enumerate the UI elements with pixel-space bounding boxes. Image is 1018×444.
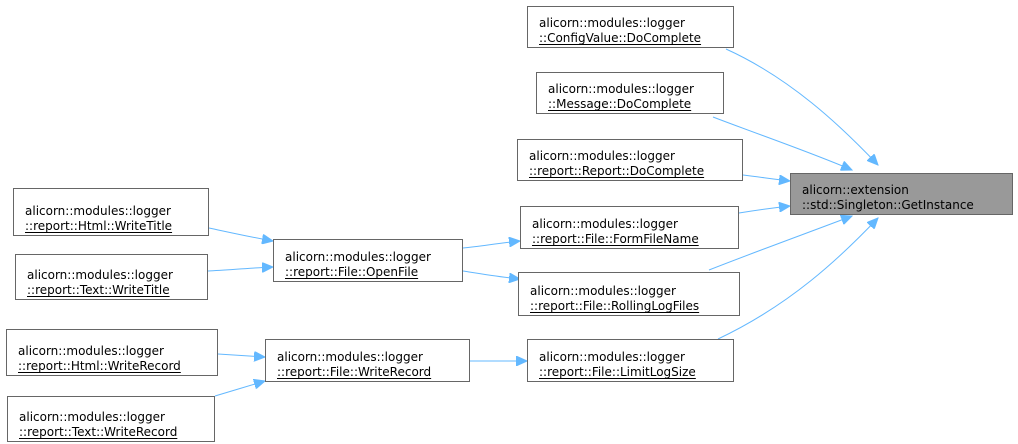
node-label-line1: alicorn::modules::logger xyxy=(285,250,431,264)
node-label-line2: ::report::Text::WriteRecord xyxy=(19,425,178,439)
node-label-line2: ::report::Report::DoComplete xyxy=(529,164,705,178)
node-config-value-do-complete[interactable]: alicorn::modules::logger ::ConfigValue::… xyxy=(527,6,734,48)
node-label-line2: ::report::File::OpenFile xyxy=(285,265,419,279)
edge-open-file-to-rolling-log-files xyxy=(462,270,520,279)
edge-html-write-record-to-write-record xyxy=(217,354,265,357)
node-label-line2: ::Message::DoComplete xyxy=(548,97,692,111)
node-limit-log-size[interactable]: alicorn::modules::logger ::report::File:… xyxy=(527,339,734,382)
node-report-do-complete[interactable]: alicorn::modules::logger ::report::Repor… xyxy=(517,139,743,181)
edge-report-report-to-root xyxy=(742,174,790,181)
node-html-write-title[interactable]: alicorn::modules::logger ::report::Html:… xyxy=(13,188,209,236)
node-label-line1: alicorn::modules::logger xyxy=(529,149,675,163)
node-file-write-record[interactable]: alicorn::modules::logger ::report::File:… xyxy=(265,339,470,382)
node-label-line1: alicorn::modules::logger xyxy=(27,268,173,282)
node-label-line2: ::report::File::WriteRecord xyxy=(277,365,432,379)
node-label-line1: alicorn::modules::logger xyxy=(18,344,164,358)
node-label-line1: alicorn::modules::logger xyxy=(19,410,165,424)
node-label-line1: alicorn::modules::logger xyxy=(539,16,685,30)
edge-message-to-root xyxy=(712,116,852,170)
edge-form-file-name-to-root xyxy=(738,206,790,214)
node-html-write-record[interactable]: alicorn::modules::logger ::report::Html:… xyxy=(6,329,218,376)
node-label-line2: ::ConfigValue::DoComplete xyxy=(539,31,702,45)
node-label-line1: alicorn::modules::logger xyxy=(548,82,694,96)
node-text-write-record[interactable]: alicorn::modules::logger ::report::Text:… xyxy=(7,396,215,442)
node-label-line2: ::report::Text::WriteTitle xyxy=(27,283,170,297)
node-singleton-get-instance: alicorn::extension ::std::Singleton::Get… xyxy=(790,173,1013,215)
node-label-line2: ::report::File::FormFileName xyxy=(532,232,699,246)
node-message-do-complete[interactable]: alicorn::modules::logger ::Message::DoCo… xyxy=(536,72,724,114)
edge-text-write-title-to-open-file xyxy=(207,267,273,271)
node-label-line2: ::report::File::LimitLogSize xyxy=(539,365,696,379)
node-label-line2: ::report::Html::WriteRecord xyxy=(18,359,181,373)
node-label-line1: alicorn::modules::logger xyxy=(277,350,423,364)
edge-config-value-to-root xyxy=(725,48,878,165)
node-open-file[interactable]: alicorn::modules::logger ::report::File:… xyxy=(273,239,463,282)
node-form-file-name[interactable]: alicorn::modules::logger ::report::File:… xyxy=(520,206,739,249)
node-label-line1: alicorn::modules::logger xyxy=(539,350,685,364)
node-label-line1: alicorn::modules::logger xyxy=(532,217,678,231)
edge-html-write-title-to-open-file xyxy=(208,227,273,241)
node-label-line1: alicorn::modules::logger xyxy=(25,204,171,218)
node-text-write-title[interactable]: alicorn::modules::logger ::report::Text:… xyxy=(15,254,208,300)
edge-text-write-record-to-write-record xyxy=(214,381,265,397)
edge-open-file-to-form-file-name xyxy=(462,241,520,249)
node-label-line2: ::std::Singleton::GetInstance xyxy=(802,198,974,212)
node-rolling-log-files[interactable]: alicorn::modules::logger ::report::File:… xyxy=(518,272,740,316)
node-label-line2: ::report::Html::WriteTitle xyxy=(25,219,173,233)
edge-rolling-log-files-to-root xyxy=(708,216,852,271)
node-label-line1: alicorn::extension xyxy=(802,183,909,197)
node-label-line1: alicorn::modules::logger xyxy=(530,284,676,298)
node-label-line2: ::report::File::RollingLogFiles xyxy=(530,299,700,313)
edge-limit-log-size-to-root xyxy=(717,218,878,340)
